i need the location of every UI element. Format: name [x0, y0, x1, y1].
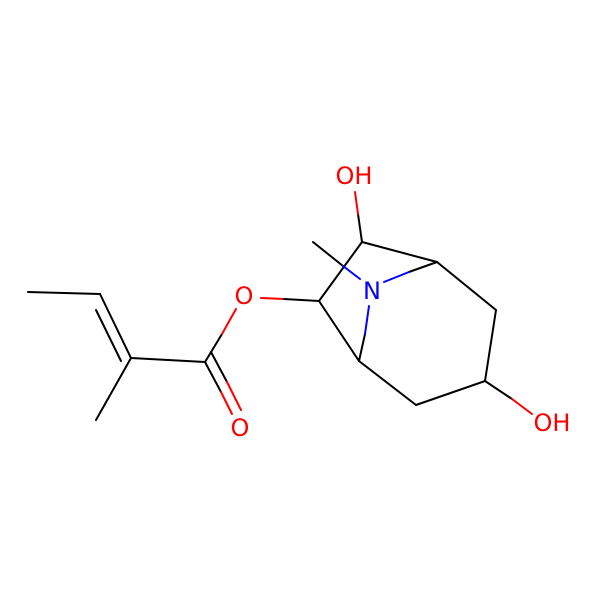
bond-double-inner [95, 309, 122, 362]
bond-carbonyl-right-o [226, 381, 242, 411]
bond-c7-oh [357, 213, 363, 243]
bond-carbonyl-left [204, 361, 222, 393]
bond-c7-oh-o [354, 191, 359, 215]
bond-methyl-vinyl [27, 291, 101, 295]
bond-carbonyl-right [210, 351, 228, 383]
bond-c1-n [408, 261, 438, 273]
bond-ester-o-carbonyl [221, 308, 237, 335]
bond-carbonyl-ester-o [204, 333, 223, 363]
atom-label-oh-top: OH [336, 162, 373, 190]
bond-c6-c7 [318, 241, 363, 302]
bond-n-methyl [312, 241, 344, 267]
bond-c7-c1 [361, 241, 438, 263]
bond-c1-n-blue [383, 271, 410, 283]
bond-methyl-branch [95, 357, 132, 421]
bond-ester-ring-carbon [283, 298, 320, 302]
atom-label-oh-right: OH [534, 409, 571, 437]
bond-alpha-carbonyl [130, 357, 206, 363]
bond-c3-c4 [415, 380, 486, 406]
bond-ester-o-ring [260, 297, 285, 300]
atom-label-carbonyl-oxygen: O [231, 414, 250, 442]
bond-c4-c5 [358, 360, 417, 406]
atom-label-group: OH N O O OH [231, 162, 571, 442]
bond-c3-oh [484, 380, 513, 400]
bond-n-methyl-blue [342, 265, 361, 280]
atom-label-nitrogen: N [363, 277, 381, 305]
bond-c3-oh-o [511, 398, 533, 415]
atom-label-ester-oxygen: O [235, 282, 254, 310]
bond-c6-c5 [318, 300, 360, 362]
bond-c5-n-blue [364, 305, 370, 335]
bond-double-outer [99, 293, 132, 359]
bond-c2-c3 [484, 309, 497, 382]
bond-group [27, 191, 533, 421]
bond-carbonyl-left-o [220, 391, 233, 415]
bond-c5-n [358, 333, 366, 362]
bond-c1-c2 [436, 261, 497, 311]
